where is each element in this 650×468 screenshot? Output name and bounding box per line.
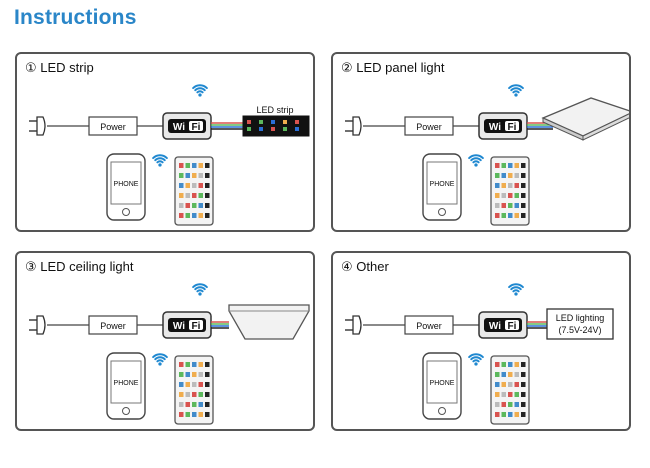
controller-label-fi: Fi [192,321,201,332]
phone-icon: PHONE [422,352,462,420]
wifi-signal-icon [508,283,524,296]
output-wires [211,122,243,130]
power-label: Power [416,321,442,331]
controller-label-fi: Fi [508,321,517,332]
wifi-controller-icon: Wi Fi [162,112,212,140]
wifi-signal-icon [152,353,168,366]
panel-title: ② LED panel light [341,60,445,75]
wifi-controller-icon: Wi Fi [478,311,528,339]
wifi-signal-icon [152,154,168,167]
device-label: LED strip [256,105,293,115]
panel-title: ① LED strip [25,60,94,75]
phone-icon: PHONE [422,153,462,221]
power-label: Power [416,122,442,132]
plug-icon [29,116,46,136]
plug-icon [345,116,362,136]
led-ceiling-light-device [228,304,310,340]
power-label: Power [100,122,126,132]
power-supply: Power [404,116,454,136]
power-label: Power [100,321,126,331]
phone-label: PHONE [114,380,139,387]
remote-control-icon [174,156,214,226]
panel-title: ④ Other [341,259,389,274]
wifi-controller-icon: Wi Fi [162,311,212,339]
plug-icon [345,315,362,335]
phone-icon: PHONE [106,153,146,221]
wifi-signal-icon [468,154,484,167]
controller-label-fi: Fi [192,122,201,133]
wifi-signal-icon [192,84,208,97]
power-supply: Power [88,315,138,335]
output-wires [211,321,229,329]
phone-label: PHONE [114,181,139,188]
phone-label: PHONE [430,181,455,188]
phone-icon: PHONE [106,352,146,420]
remote-control-icon [490,355,530,425]
remote-control-icon [490,156,530,226]
controller-label-fi: Fi [508,122,517,133]
wifi-signal-icon [508,84,524,97]
output-wires [527,321,547,329]
power-supply: Power [404,315,454,335]
device-label-line1: LED lighting [556,313,605,323]
led-strip-device: LED strip [242,105,310,137]
controller-label-wi: Wi [489,122,501,133]
remote-control-icon [174,355,214,425]
controller-label-wi: Wi [173,321,185,332]
led-panel-light-device [541,97,629,141]
led-lighting-device: LED lighting (7.5V-24V) [546,308,614,340]
wifi-signal-icon [468,353,484,366]
phone-label: PHONE [430,380,455,387]
power-supply: Power [88,116,138,136]
device-label-line2: (7.5V-24V) [558,325,601,335]
controller-label-wi: Wi [173,122,185,133]
controller-label-wi: Wi [489,321,501,332]
page-title: Instructions [14,6,137,29]
panel-title: ③ LED ceiling light [25,259,134,274]
plug-icon [29,315,46,335]
wifi-controller-icon: Wi Fi [478,112,528,140]
wifi-signal-icon [192,283,208,296]
